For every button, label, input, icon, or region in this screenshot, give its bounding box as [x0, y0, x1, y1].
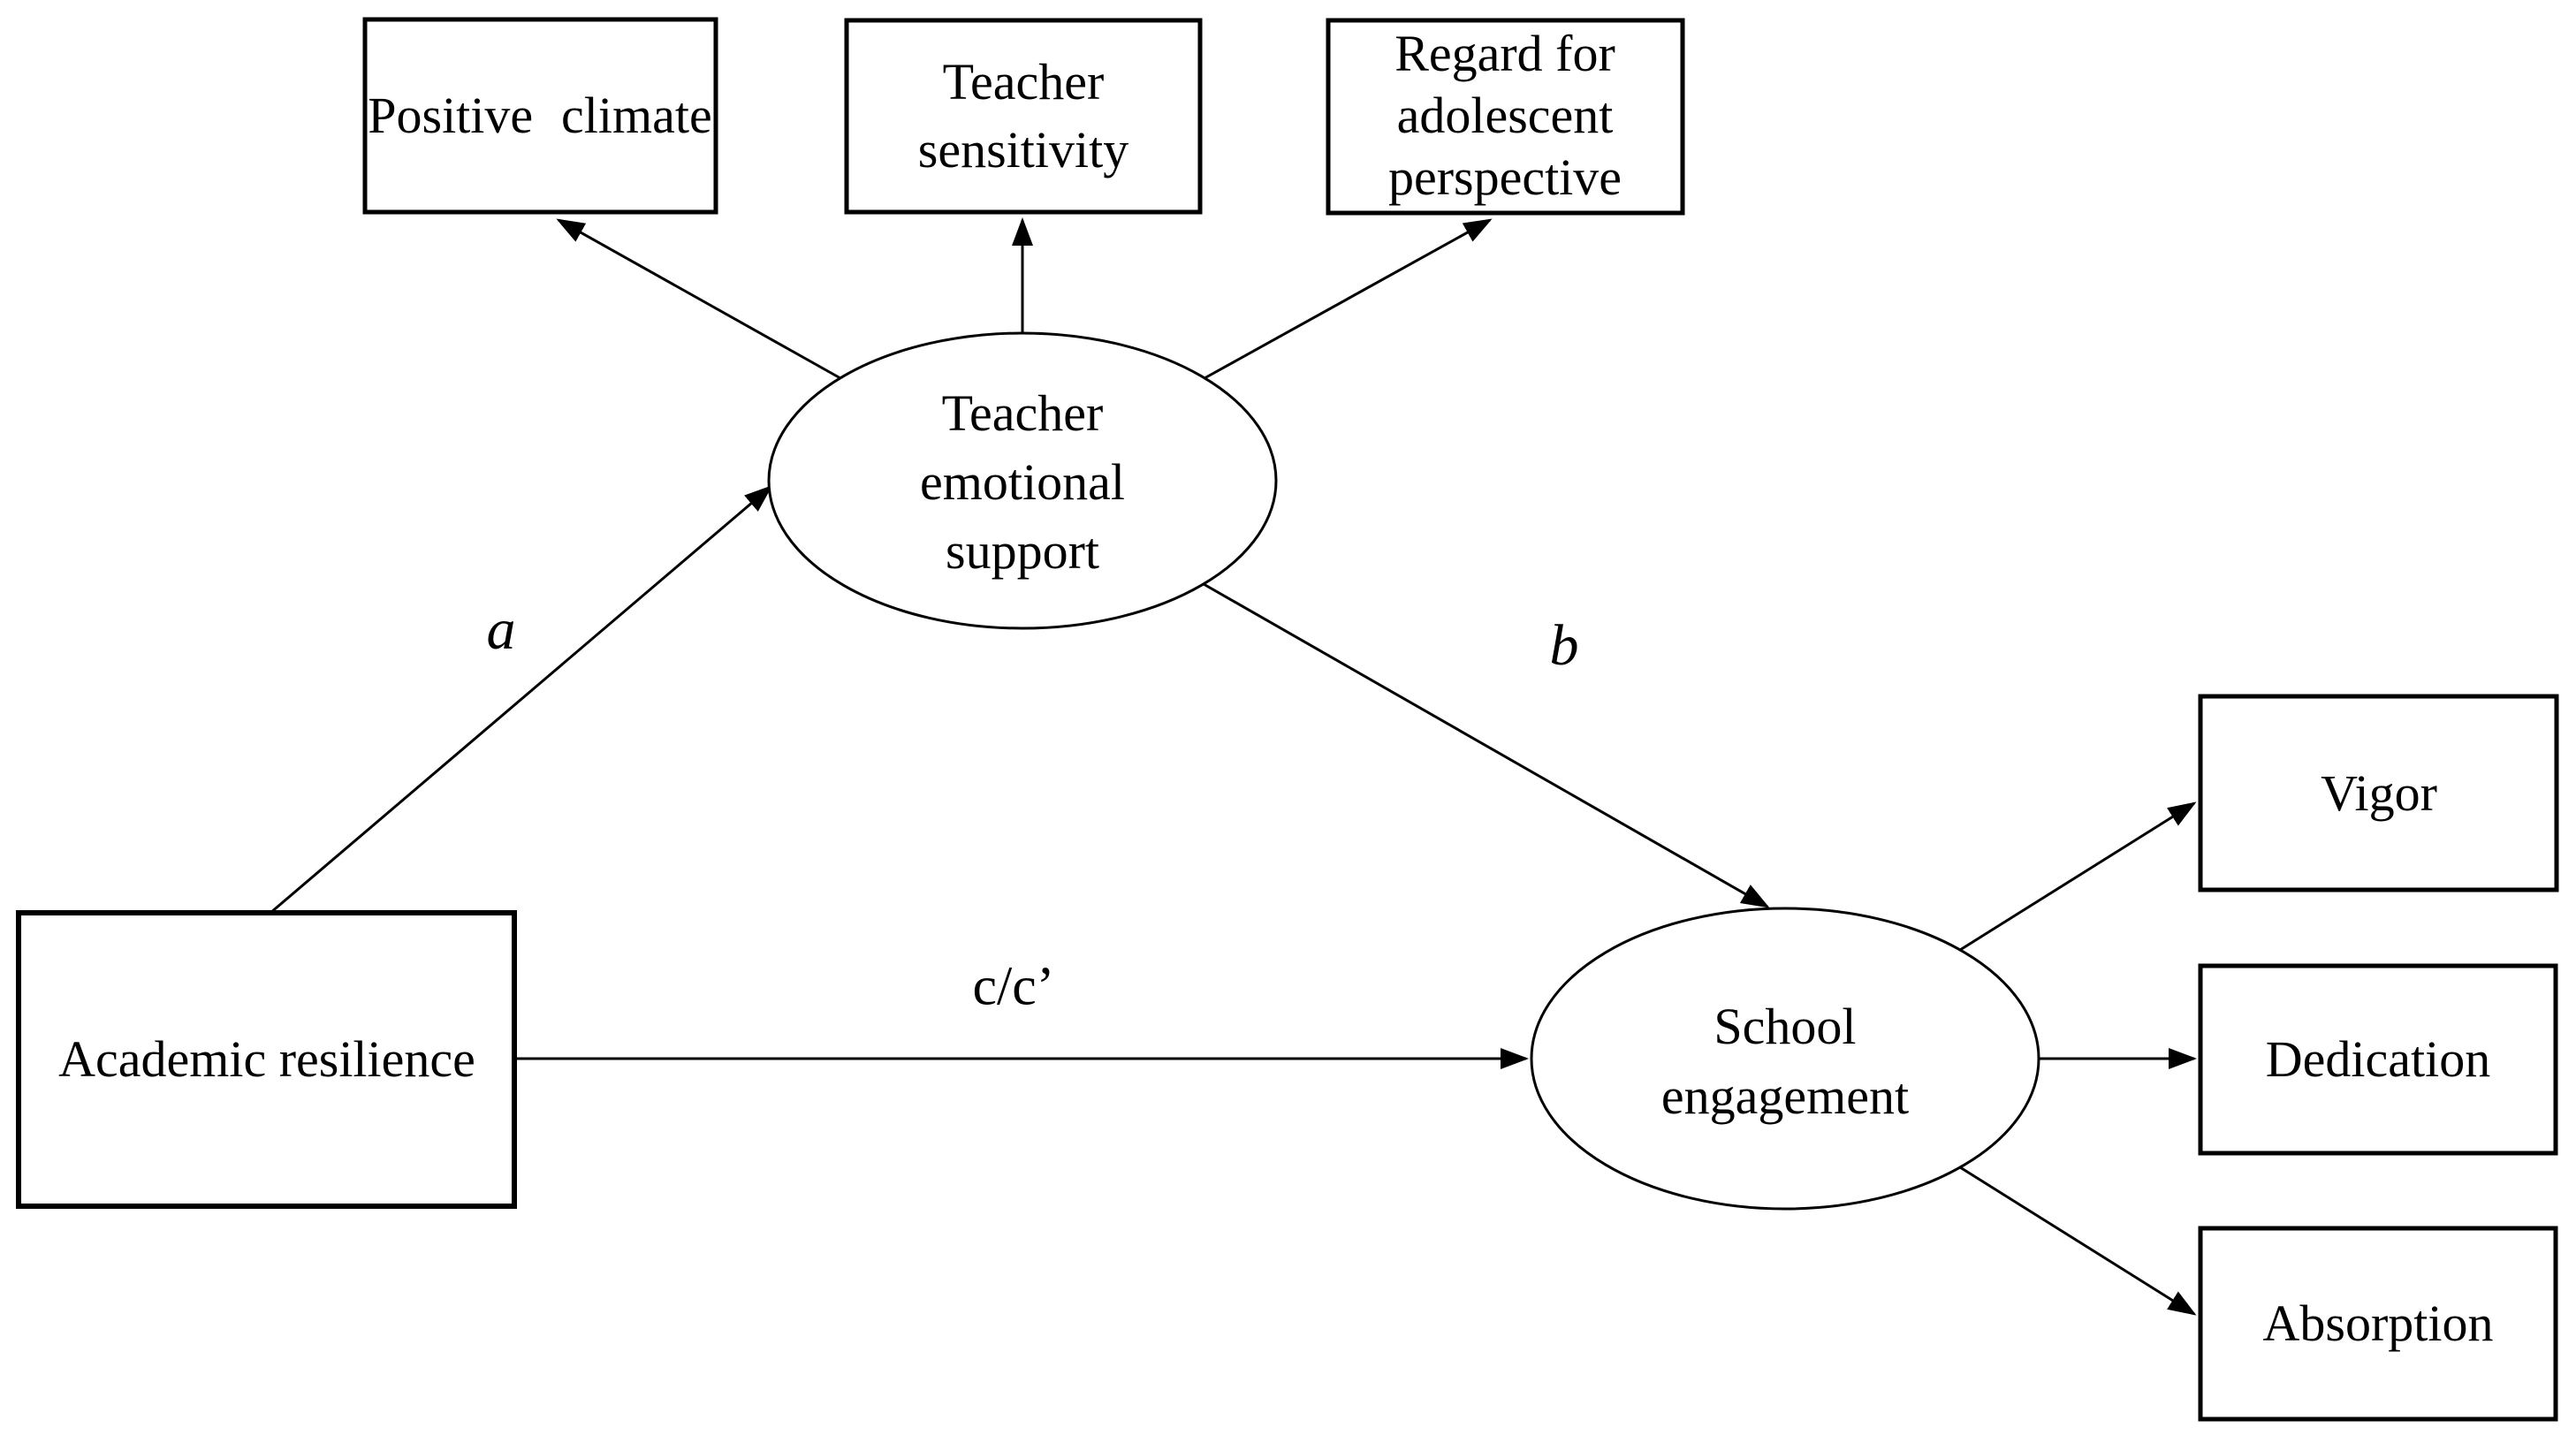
path-label-a: a [486, 596, 516, 662]
label-line: support [945, 522, 1099, 580]
label-line: Regard for [1394, 25, 1615, 82]
node-teacher-sensitivity-label: Teacher sensitivity [918, 48, 1128, 184]
edge-se-vigor-arrow [1959, 801, 2197, 952]
node-positive-climate-label: Positive climate [368, 86, 712, 144]
node-positive-climate-shape [362, 17, 718, 215]
edge-tes-regard-arrow [1204, 218, 1493, 380]
label-line: perspective [1387, 148, 1622, 206]
node-teacher-emotional-support-shape [767, 331, 1278, 630]
node-academic-resilience-shape [16, 910, 517, 1209]
node-regard-adolescent-perspective-shape [1326, 18, 1685, 216]
node-dedication-label: Dedication [2265, 1029, 2491, 1088]
label-line: School [1714, 998, 1857, 1055]
node-teacher-sensitivity-shape [844, 18, 1203, 215]
node-shapes [16, 17, 2559, 1422]
node-school-engagement-shape [1530, 907, 2040, 1211]
node-vigor-shape [2198, 694, 2559, 892]
label-line: sensitivity [917, 121, 1129, 178]
node-vigor-label: Vigor [2321, 763, 2437, 822]
edge-b-arrow [1203, 582, 1770, 908]
node-school-engagement-label: School engagement [1661, 991, 1909, 1131]
path-label-c: c/c’ [972, 956, 1055, 1017]
label-line: Teacher [942, 53, 1105, 110]
node-dedication-shape [2198, 963, 2558, 1156]
edge-tes-positive-climate-arrow [556, 218, 841, 380]
edge-se-absorption-arrow [1959, 1166, 2197, 1316]
label-line: Teacher [941, 384, 1104, 442]
node-absorption-shape [2198, 1226, 2558, 1422]
edge-a-arrow [270, 485, 773, 915]
node-regard-adolescent-perspective-label: Regard for adolescent perspective [1388, 23, 1622, 209]
path-label-b: b [1549, 612, 1579, 678]
label-line: emotional [920, 453, 1125, 511]
label-line: adolescent [1396, 87, 1614, 144]
label-line: engagement [1660, 1067, 1910, 1125]
node-absorption-label: Absorption [2262, 1294, 2494, 1352]
node-academic-resilience-label: Academic resilience [58, 1029, 475, 1088]
edges [270, 217, 2197, 1316]
node-teacher-emotional-support-label: Teacher emotional support [920, 379, 1125, 586]
